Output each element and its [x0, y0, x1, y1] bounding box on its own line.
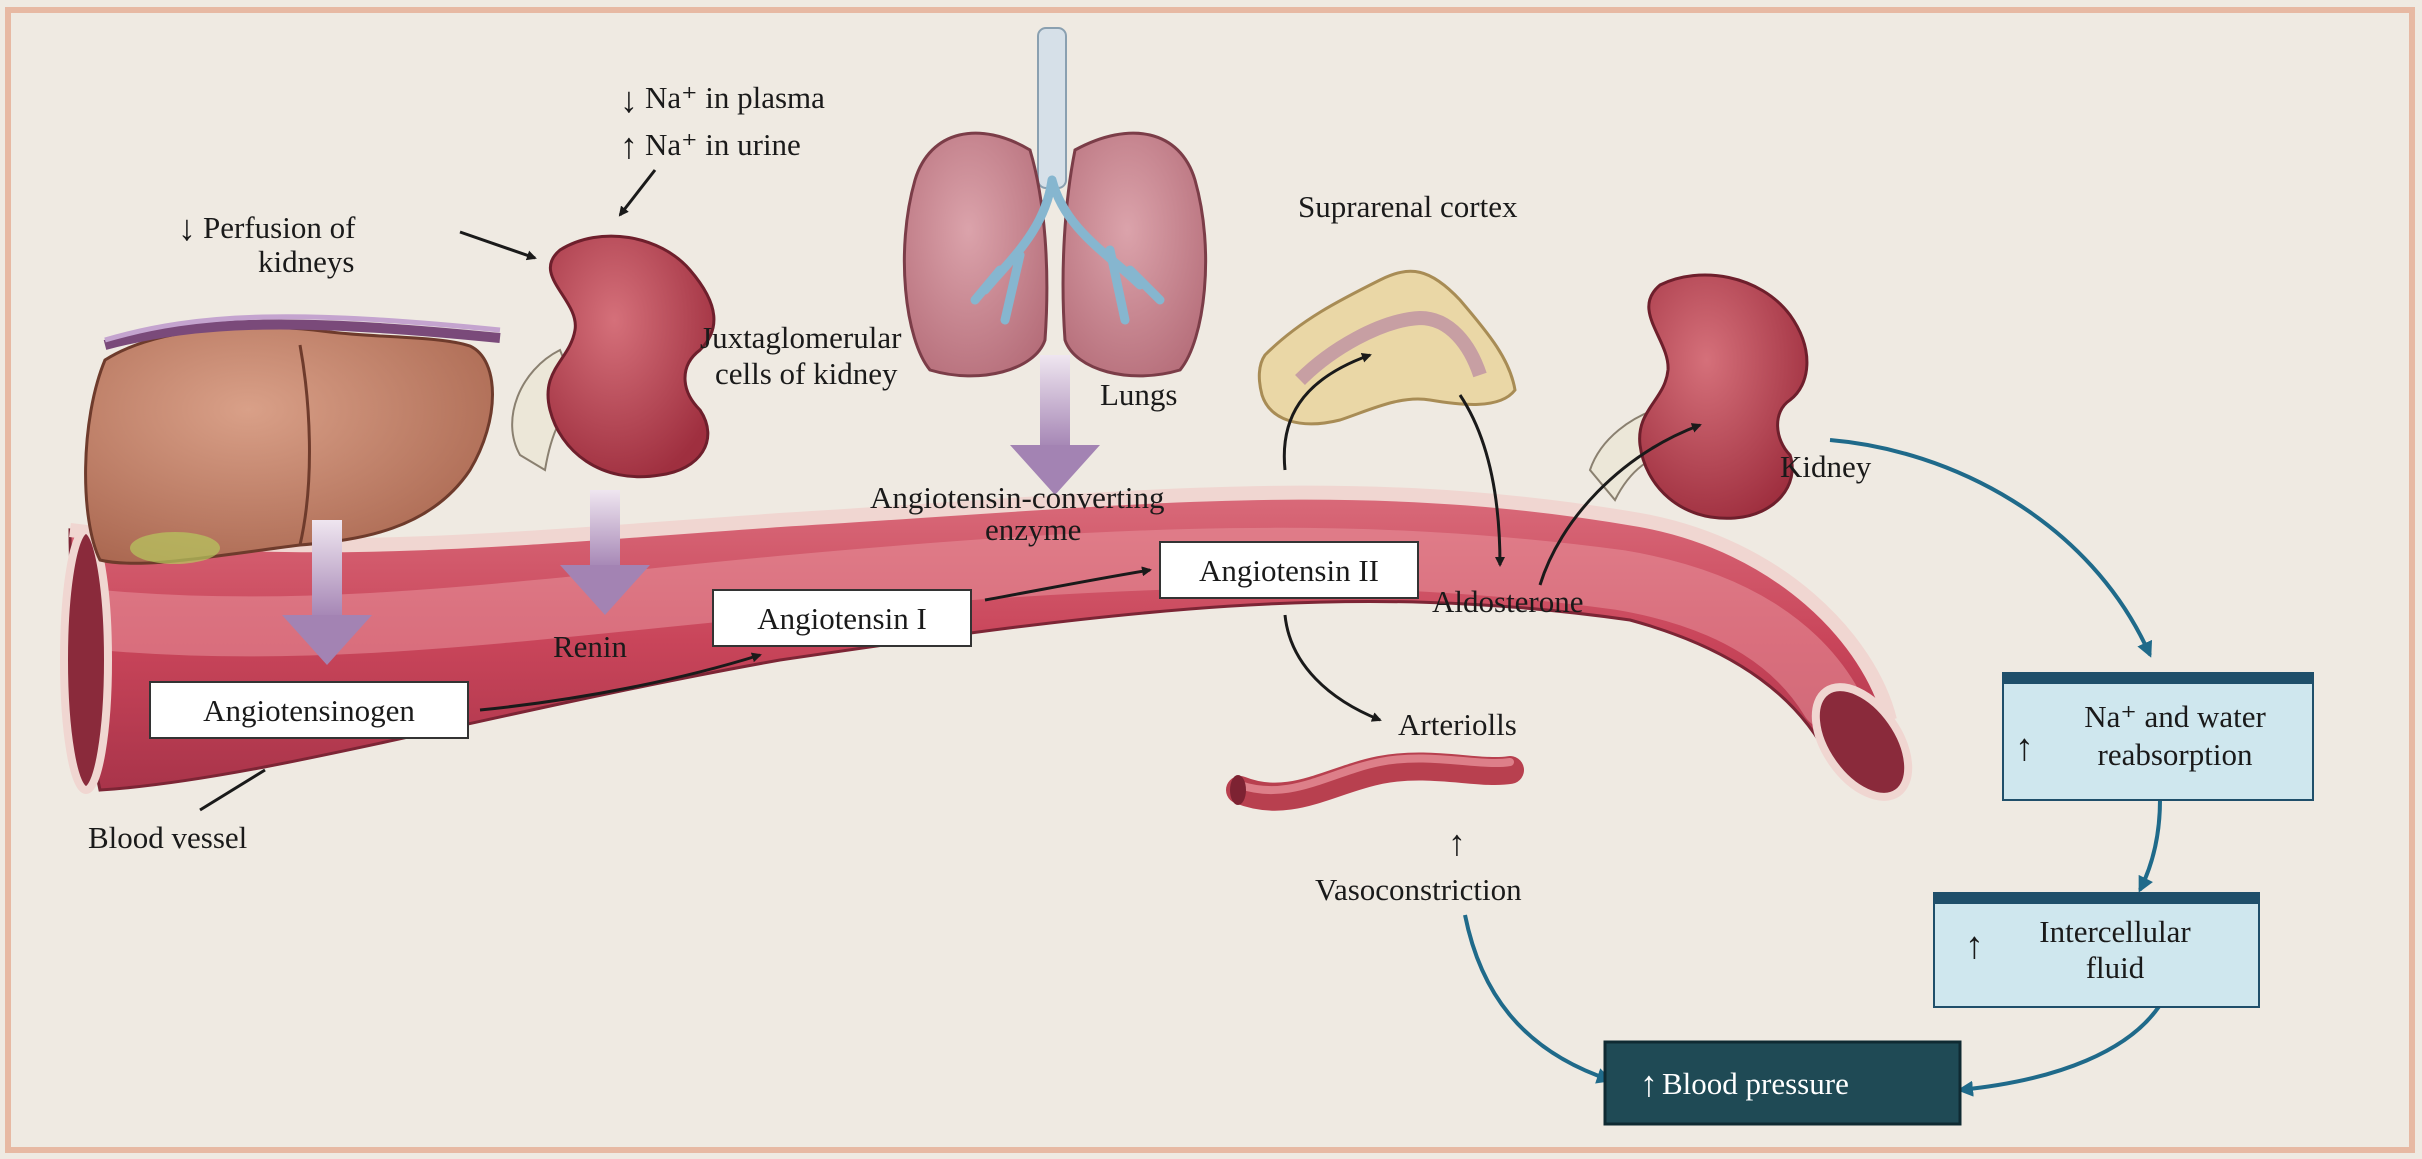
label-blood-vessel: Blood vessel [88, 820, 247, 855]
arteriole-illustration [1230, 758, 1510, 805]
box-angiotensin1-text: Angiotensin I [757, 601, 927, 636]
box-angiotensin2-text: Angiotensin II [1199, 553, 1379, 588]
arrow-vasoconstriction-to-bloodpressure [1465, 915, 1610, 1080]
box-angiotensinogen-text: Angiotensinogen [203, 693, 415, 728]
box-blood-pressure: ↑ Blood pressure [1605, 1042, 1960, 1124]
label-juxta-line1: Juxtaglomerular [700, 320, 902, 355]
label-lungs: Lungs [1100, 377, 1178, 412]
label-suprarenal: Suprarenal cortex [1298, 189, 1518, 224]
box-na-water-line1: Na⁺ and water [2084, 699, 2266, 734]
arrow-intercellular-to-bloodpressure [1960, 1005, 2160, 1090]
label-ace-line1: Angiotensin-converting [870, 480, 1164, 515]
arrow-na-to-kidney [620, 170, 655, 215]
suprarenal-cortex-illustration [1259, 271, 1515, 424]
liver-illustration [86, 317, 500, 564]
flow-arrow-lungs [1010, 355, 1100, 495]
kidney-right-illustration [1590, 275, 1807, 518]
label-juxta-line2: cells of kidney [715, 356, 898, 391]
up-indicator-na-water: ↑ [2015, 727, 2034, 769]
up-indicator-vasoconstriction: ↑ [1448, 823, 1466, 863]
up-indicator-blood-pressure: ↑ [1640, 1064, 1658, 1104]
label-aldosterone: Aldosterone [1432, 584, 1584, 619]
label-ace-line2: enzyme [985, 512, 1081, 547]
box-intercellular-line1: Intercellular [2039, 914, 2191, 949]
box-na-water-line2: reabsorption [2098, 737, 2253, 772]
box-angiotensinogen: Angiotensinogen [150, 682, 468, 738]
arrow-perfusion-to-kidney [460, 232, 535, 258]
box-intercellular-fluid: ↑ Intercellular fluid [1934, 893, 2259, 1007]
label-perfusion-line2: kidneys [258, 244, 354, 279]
arrow-angiotensin2-to-arteriolls [1285, 615, 1380, 720]
kidney-juxtaglomerular-illustration [512, 236, 714, 477]
box-na-water-reabsorption: ↑ Na⁺ and water reabsorption [2003, 673, 2313, 800]
box-intercellular-line2: fluid [2086, 950, 2145, 985]
label-renin: Renin [553, 629, 628, 664]
arrow-reabsorption-to-intercellular [2140, 800, 2160, 890]
up-indicator-intercellular: ↑ [1965, 925, 1984, 967]
lungs-illustration [904, 28, 1205, 376]
box-blood-pressure-text: Blood pressure [1662, 1066, 1849, 1101]
down-indicator-perfusion: ↓ [178, 208, 196, 248]
label-na-plasma: Na⁺ in plasma [645, 80, 825, 115]
up-indicator-na-urine: ↑ [620, 126, 638, 166]
label-vasoconstriction: Vasoconstriction [1315, 872, 1522, 907]
arrow-kidney-to-reabsorption [1830, 440, 2150, 655]
box-angiotensin1: Angiotensin I [713, 590, 971, 646]
label-arteriolls: Arteriolls [1398, 707, 1517, 742]
box-angiotensin2: Angiotensin II [1160, 542, 1418, 598]
label-kidney-right: Kidney [1780, 449, 1872, 484]
down-indicator-na-plasma: ↓ [620, 80, 638, 120]
label-perfusion-line1: Perfusion of [203, 210, 356, 245]
label-na-urine: Na⁺ in urine [645, 127, 801, 162]
